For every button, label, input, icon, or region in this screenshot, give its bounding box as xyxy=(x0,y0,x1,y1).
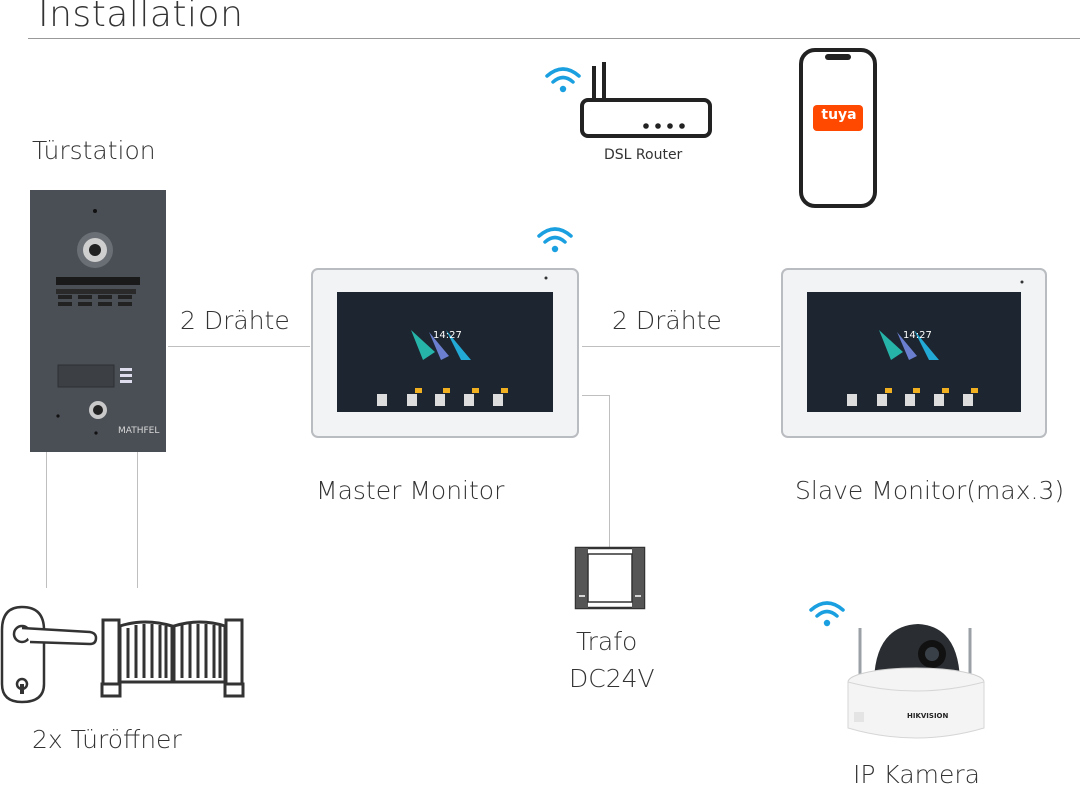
wire-door-to-master xyxy=(168,346,310,347)
camera-wifi-icon xyxy=(808,598,846,630)
wire-master-to-slave xyxy=(582,346,780,347)
door-station-label: Türstation xyxy=(32,136,156,165)
camera-brand: HIKVISION xyxy=(907,712,949,720)
wire-door-opener-2 xyxy=(137,452,138,588)
ip-camera-label: IP Kamera xyxy=(853,760,981,789)
slave-monitor xyxy=(781,268,1049,438)
tuya-logo: tuya xyxy=(821,107,857,123)
router-icon xyxy=(580,60,712,140)
door-station-brand: MATHFEL xyxy=(118,426,160,436)
slave-screen-time: 14:27 xyxy=(903,330,932,341)
door-openers-label: 2x Türöffner xyxy=(32,725,182,754)
wires-right-label: 2 Drähte xyxy=(612,306,722,335)
transformer-label-2: DC24V xyxy=(569,664,655,693)
page-title: Installation xyxy=(38,0,244,35)
transformer-label-1: Trafo xyxy=(576,627,638,656)
title-divider xyxy=(28,38,1080,39)
master-screen-time: 14:27 xyxy=(433,330,462,341)
wire-master-to-trafo-v xyxy=(609,395,610,548)
transformer-icon xyxy=(574,546,646,610)
master-wifi-icon xyxy=(536,224,574,256)
wires-left-label: 2 Drähte xyxy=(180,306,290,335)
router-wifi-icon xyxy=(544,64,582,96)
wire-door-opener-1 xyxy=(46,452,47,588)
router-label: DSL Router xyxy=(604,147,683,163)
wire-master-to-trafo-h xyxy=(582,395,610,396)
dome-camera-icon xyxy=(846,620,986,750)
master-monitor-label: Master Monitor xyxy=(316,476,505,505)
gate-icon xyxy=(100,612,246,698)
door-handle-icon xyxy=(0,604,100,704)
master-monitor xyxy=(311,268,579,438)
door-station xyxy=(30,190,166,452)
slave-monitor-label: Slave Monitor(max.3) xyxy=(795,476,1065,505)
smartphone-icon xyxy=(799,48,877,208)
